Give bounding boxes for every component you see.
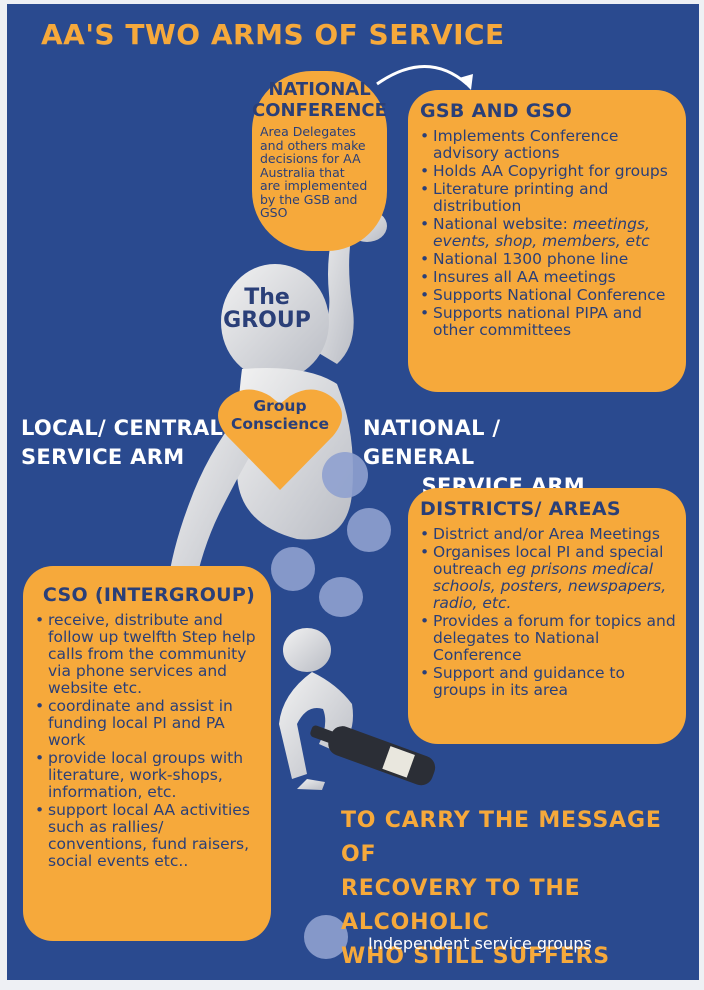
national-conference-body-line: by the GSB and <box>260 191 358 207</box>
bubble <box>322 452 368 498</box>
bubble <box>304 915 348 959</box>
list-item: support local AA activities such as rall… <box>35 802 263 870</box>
list-item-text: coordinate and assist in funding local P… <box>48 697 233 749</box>
bubble <box>271 547 315 591</box>
message-line3: WHO STILL SUFFERS <box>341 944 610 969</box>
list-item-text: receive, distribute and follow up twelft… <box>48 611 256 697</box>
national-conference-body-line: Australia that <box>260 164 345 180</box>
list-item-text: provide local groups with literature, wo… <box>48 749 244 801</box>
national-conference-body-line: and others make <box>260 137 366 153</box>
list-item-text: Implements Conference advisory actions <box>433 127 619 162</box>
national-arm-line1: NATIONAL / GENERAL <box>363 416 501 469</box>
group-label: The GROUP <box>207 287 327 333</box>
heart-icon <box>218 389 342 490</box>
list-item: National 1300 phone line <box>420 250 678 269</box>
districts-areas-list: District and/or Area MeetingsOrganises l… <box>420 526 678 699</box>
gsb-gso-list: Implements Conference advisory actionsHo… <box>420 128 678 339</box>
list-item-text: Support and guidance to groups in its ar… <box>433 664 625 699</box>
districts-areas-box: Districts/ Areas District and/or Area Me… <box>408 488 686 744</box>
list-item-text: Organises local PI and special outreach <box>433 543 664 578</box>
national-conference-body-line: Area Delegates <box>260 124 356 139</box>
list-item: District and/or Area Meetings <box>420 525 678 544</box>
list-item: receive, distribute and follow up twelft… <box>35 612 263 697</box>
national-conference-body-line: GSO <box>260 205 288 220</box>
local-arm-label: LOCAL/ CENTRAL SERVICE ARM <box>21 414 223 472</box>
list-item: Insures all AA meetings <box>420 268 678 287</box>
curved-arrow-icon <box>376 65 473 90</box>
cso-list: receive, distribute and follow up twelft… <box>35 612 263 870</box>
message-line2: RECOVERY TO THE ALCOHOLIC <box>341 876 581 935</box>
districts-areas-heading: Districts/ Areas <box>420 498 621 520</box>
list-item-text: National website: <box>433 215 573 233</box>
list-item-text: District and/or Area Meetings <box>433 525 660 543</box>
list-item-emphasis: meetings, events, shop, members, etc <box>433 215 650 250</box>
gsb-gso-box: GSB and GSO Implements Conference adviso… <box>408 90 686 392</box>
poster: AA's TWO ARMS OF SERVICE <box>7 4 699 980</box>
list-item-text: Literature printing and distribution <box>433 180 609 215</box>
list-item: provide local groups with literature, wo… <box>35 750 263 801</box>
heart-label-line2: Conscience <box>230 415 330 433</box>
list-item-emphasis: eg prisons medical schools, posters, new… <box>433 560 667 612</box>
local-arm-line2: SERVICE ARM <box>21 445 185 469</box>
page-title: AA's TWO ARMS OF SERVICE <box>41 18 505 51</box>
list-item: Provides a forum for topics and delegate… <box>420 613 678 664</box>
bubble <box>347 508 391 552</box>
heart-label-line1: Group <box>253 397 307 415</box>
list-item-text: National 1300 phone line <box>433 250 629 268</box>
list-item: Literature printing and distribution <box>420 181 678 215</box>
bubble <box>319 577 363 617</box>
list-item-text: Insures all AA meetings <box>433 268 616 286</box>
cso-heading: CSO (Intergroup) <box>42 584 256 606</box>
list-item-text: Supports National Conference <box>433 286 666 304</box>
list-item-text: Supports national PIPA and other committ… <box>433 304 642 339</box>
national-conference-heading-line2: Conference <box>252 100 387 121</box>
list-item-text: Provides a forum for topics and delegate… <box>433 612 676 664</box>
list-item-text: Holds AA Copyright for groups <box>433 162 668 180</box>
list-item: coordinate and assist in funding local P… <box>35 698 263 749</box>
list-item: Holds AA Copyright for groups <box>420 162 678 181</box>
local-arm-line1: LOCAL/ CENTRAL <box>21 416 224 440</box>
message-line1: TO CARRY THE MESSAGE OF <box>341 808 662 867</box>
figure-with-bottle-icon <box>279 628 436 790</box>
list-item: Supports national PIPA and other committ… <box>420 305 678 339</box>
list-item: Support and guidance to groups in its ar… <box>420 665 678 699</box>
national-conference-body-line: decisions for AA <box>260 151 361 166</box>
heart-label: Group Conscience <box>219 397 341 433</box>
independent-service-groups: Independent service groups <box>368 934 592 953</box>
list-item: Organises local PI and special outreach … <box>420 544 678 612</box>
list-item-text: support local AA activities such as rall… <box>48 801 250 870</box>
list-item: National website: meetings, events, shop… <box>420 216 678 250</box>
group-label-line2: GROUP <box>223 308 311 333</box>
group-label-line1: The <box>244 285 290 310</box>
list-item: Implements Conference advisory actions <box>420 128 678 162</box>
gsb-gso-heading: GSB and GSO <box>420 100 573 122</box>
national-conference-heading-line1: National <box>268 79 371 100</box>
national-conference-body-line: are implemented <box>260 178 368 193</box>
cso-box: CSO (Intergroup) receive, distribute and… <box>23 566 271 941</box>
message-text: TO CARRY THE MESSAGE OF RECOVERY TO THE … <box>341 804 699 974</box>
national-conference-heading: National Conference <box>252 79 387 121</box>
list-item: Supports National Conference <box>420 286 678 305</box>
